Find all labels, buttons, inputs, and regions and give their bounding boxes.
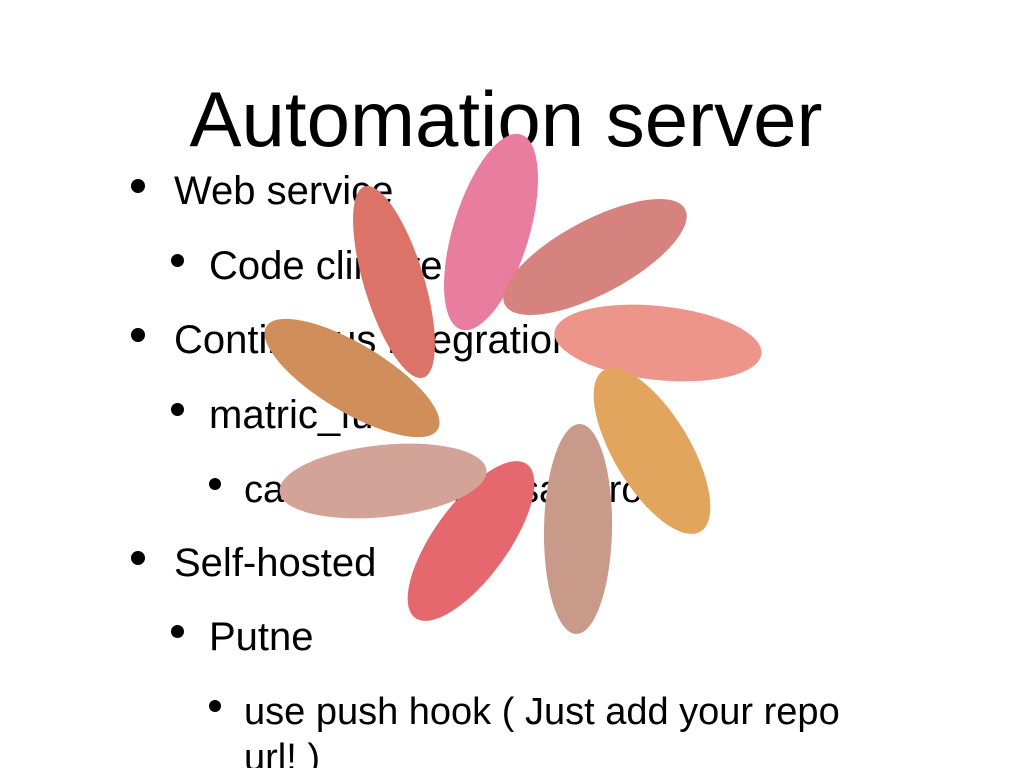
- bullet-continuous-integration: Continuous integration: [131, 317, 575, 363]
- bullet-text: Continuous integration: [174, 318, 575, 362]
- bullet-text: cane, reek, flay, saikuro, ...: [244, 469, 696, 511]
- bullet-push-hook: use push hook ( Just add your repo: [209, 690, 840, 734]
- slide-title: Automation server: [189, 75, 823, 163]
- bullet-text: use push hook ( Just add your repo: [244, 691, 840, 733]
- bullet-text: Putne: [209, 615, 314, 659]
- bullet-text: matric_fu: [209, 393, 374, 437]
- bullet-dot: [131, 328, 145, 342]
- bullet-push-hook-continued: url! ): [244, 736, 320, 768]
- bullet-putne: Putne: [171, 614, 314, 660]
- bullet-dot: [209, 478, 221, 490]
- bullet-metric-fu: matric_fu: [171, 392, 374, 438]
- petal: [593, 368, 711, 534]
- bullet-dot: [131, 179, 145, 193]
- petal: [503, 199, 687, 315]
- bullet-tools: cane, reek, flay, saikuro, ...: [209, 468, 696, 512]
- bullet-dot: [171, 254, 184, 267]
- bullet-dot: [171, 403, 184, 416]
- bullet-self-hosted: Self-hosted: [131, 540, 377, 586]
- bullet-text: url! ): [244, 737, 320, 768]
- bullet-text: Web service: [174, 169, 394, 213]
- bullet-text: Self-hosted: [174, 541, 377, 585]
- petal: [554, 304, 762, 382]
- bullet-dot: [171, 625, 184, 638]
- petal: [543, 424, 613, 634]
- bullet-text: Code climate: [209, 244, 443, 288]
- bullet-code-climate: Code climate: [171, 243, 443, 289]
- bullet-web-service: Web service: [131, 168, 394, 214]
- bullet-dot: [131, 551, 145, 565]
- bullet-dot: [209, 700, 221, 712]
